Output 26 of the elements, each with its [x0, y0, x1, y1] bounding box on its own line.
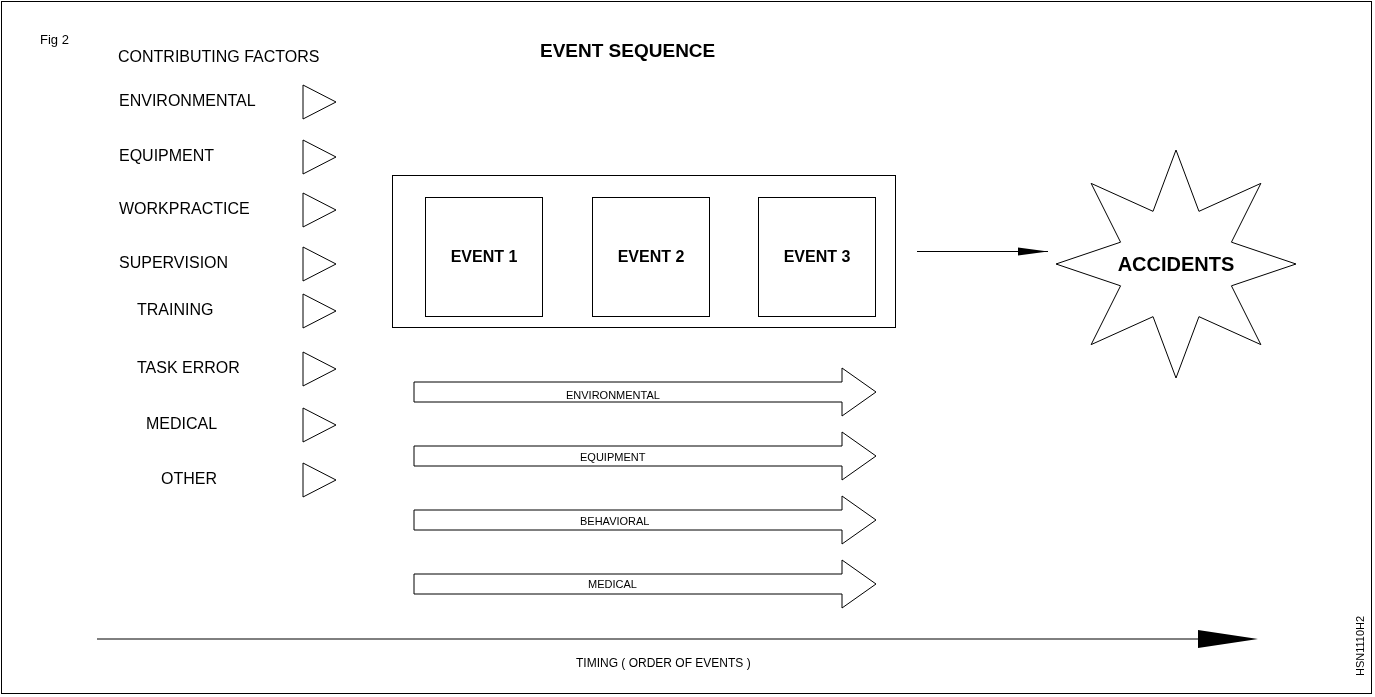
- heading: CONTRIBUTING FACTORS: [118, 48, 320, 66]
- figure-number: Fig 2: [40, 32, 69, 47]
- figure-code: HSN1110H2: [1354, 615, 1367, 677]
- factor-label: OTHER: [161, 470, 217, 488]
- factor-label: EQUIPMENT: [119, 147, 215, 165]
- arrow-label: EQUIPMENT: [580, 451, 646, 463]
- event-box: [758, 197, 876, 317]
- arrow-label: ENVIRONMENTAL: [566, 389, 660, 401]
- group-box: [392, 175, 896, 328]
- factor-label: MEDICAL: [146, 415, 218, 433]
- event-label: EVENT 1: [450, 248, 518, 266]
- event-box: [592, 197, 710, 317]
- event-label: EVENT 3: [783, 248, 851, 266]
- factor-label: TRAINING: [137, 301, 214, 319]
- factor-label: TASK ERROR: [137, 359, 240, 377]
- factor-label: SUPERVISION: [119, 254, 229, 272]
- outcome-label: ACCIDENTS: [1117, 252, 1235, 276]
- factor-label: WORKPRACTICE: [119, 200, 250, 218]
- event-box: [425, 197, 543, 317]
- event-label: EVENT 2: [617, 248, 685, 266]
- axis-label: TIMING ( ORDER OF EVENTS ): [576, 656, 751, 670]
- factor-label: ENVIRONMENTAL: [119, 92, 256, 110]
- title: EVENT SEQUENCE: [540, 40, 716, 62]
- arrow-label: BEHAVIORAL: [580, 515, 650, 527]
- arrow: [916, 247, 1049, 256]
- arrow-label: MEDICAL: [588, 578, 637, 590]
